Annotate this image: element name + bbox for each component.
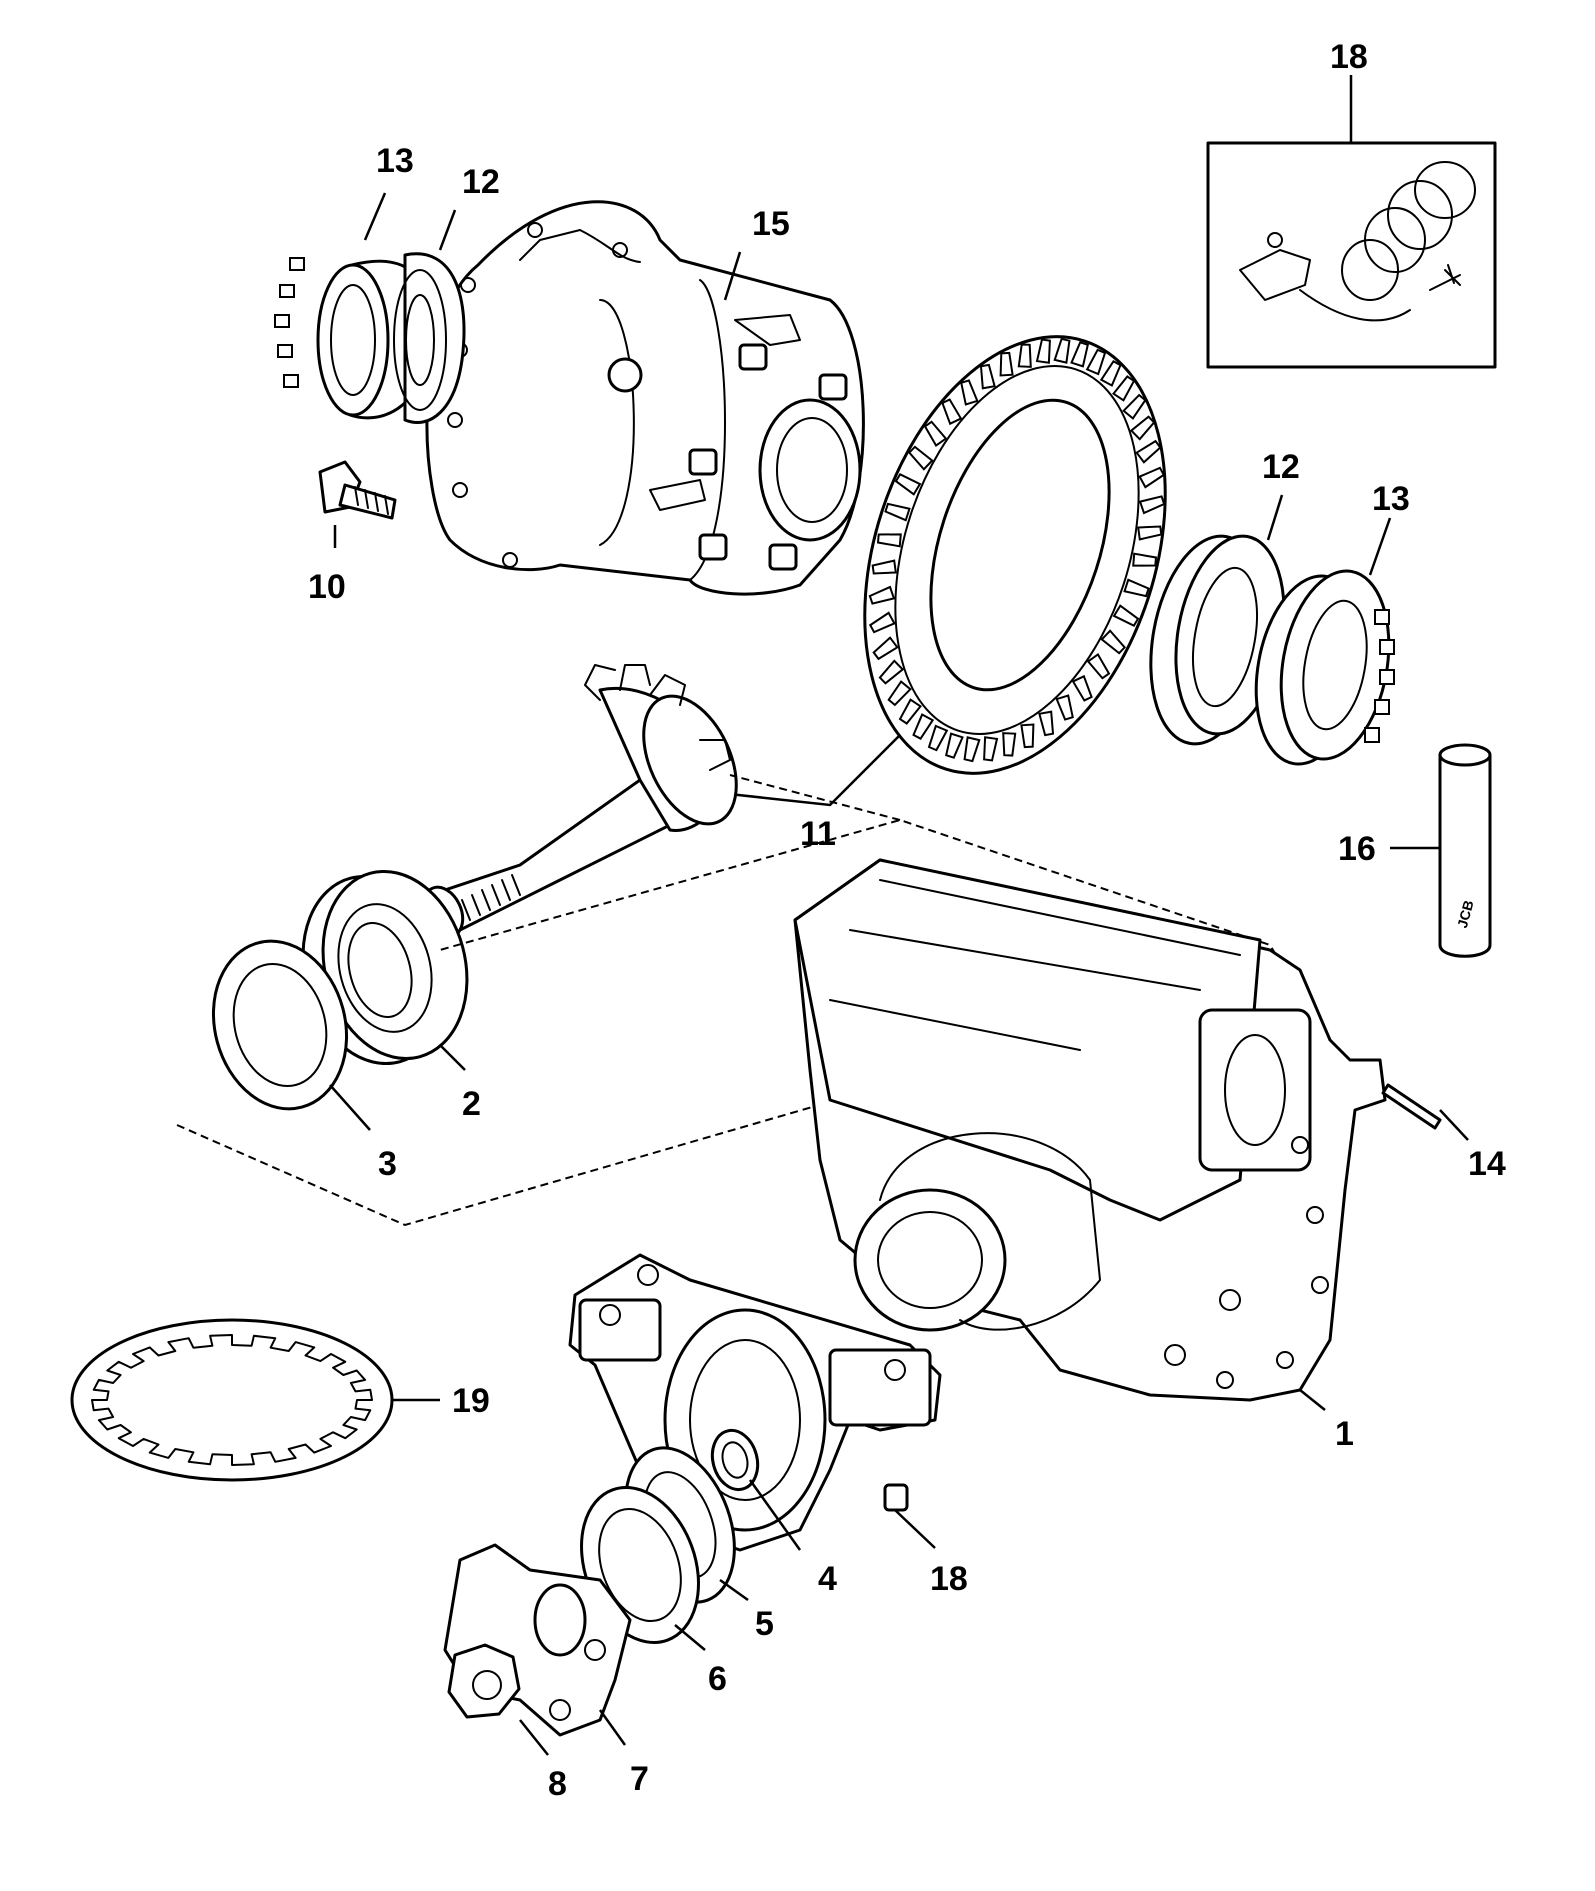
dowel-stamp: JCB bbox=[1454, 898, 1477, 929]
crown-wheel-tooth bbox=[1112, 604, 1140, 627]
crown-wheel-tooth bbox=[999, 351, 1014, 377]
crown-wheel-tooth bbox=[908, 445, 934, 471]
crown-wheel-tooth bbox=[1070, 341, 1089, 368]
callout-19: 19 bbox=[452, 1382, 490, 1420]
crown-wheel-tooth bbox=[878, 659, 905, 685]
pin-16: JCB bbox=[1390, 743, 1492, 958]
drive-yoke bbox=[443, 1543, 632, 1756]
crown-wheel-tooth bbox=[887, 680, 912, 707]
crown-wheel-tooth bbox=[923, 420, 948, 447]
flange-bolt bbox=[318, 460, 397, 548]
callout-8: 8 bbox=[548, 1765, 567, 1803]
callout-7: 7 bbox=[630, 1760, 649, 1798]
callout-12-right: 12 bbox=[1262, 448, 1300, 486]
callout-11: 11 bbox=[800, 815, 836, 853]
inset-box-18 bbox=[1206, 75, 1497, 369]
crown-wheel-tooth bbox=[1035, 338, 1051, 364]
crown-wheel-tooth bbox=[927, 724, 949, 752]
crown-wheel-tooth bbox=[1129, 415, 1156, 441]
crown-wheel-tooth bbox=[1123, 578, 1150, 598]
callout-1: 1 bbox=[1335, 1415, 1354, 1453]
callout-16: 16 bbox=[1338, 830, 1376, 868]
crown-wheel-tooth bbox=[1086, 653, 1111, 680]
left-bearing-and-nut bbox=[274, 192, 466, 424]
callout-18-inset: 18 bbox=[1330, 38, 1368, 76]
crown-wheel-tooth bbox=[872, 636, 899, 661]
crown-wheel-tooth bbox=[1071, 674, 1093, 702]
crown-wheel-tooth bbox=[868, 611, 896, 634]
callout-14: 14 bbox=[1468, 1145, 1506, 1183]
crown-wheel-tooth bbox=[1122, 393, 1147, 420]
right-bearing-and-nut bbox=[1149, 494, 1395, 766]
callout-13-left: 13 bbox=[376, 142, 414, 180]
crown-wheel-tooth bbox=[1112, 375, 1136, 402]
callout-5: 5 bbox=[755, 1605, 774, 1643]
crown-wheel-tooth bbox=[1085, 348, 1107, 376]
crown-wheel-tooth bbox=[894, 473, 922, 496]
callout-6: 6 bbox=[708, 1660, 727, 1698]
callout-15: 15 bbox=[752, 205, 790, 243]
differential-case bbox=[425, 200, 865, 596]
crown-wheel-tooth bbox=[983, 736, 999, 762]
crown-wheel-tooth bbox=[1138, 466, 1166, 489]
crown-wheel-tooth bbox=[960, 379, 979, 406]
callout-18-bottom: 18 bbox=[930, 1560, 968, 1598]
callout-4: 4 bbox=[818, 1560, 837, 1598]
callout-13-right: 13 bbox=[1372, 480, 1410, 518]
crown-wheel-tooth bbox=[1132, 552, 1158, 567]
crown-wheel-tooth bbox=[876, 533, 902, 548]
crown-wheel-tooth bbox=[945, 732, 964, 759]
crown-wheel-tooth bbox=[1038, 710, 1055, 737]
crown-wheel-tooth bbox=[868, 585, 896, 605]
crown-wheel-tooth bbox=[1138, 495, 1166, 515]
crown-wheel-tooth bbox=[1137, 525, 1163, 541]
crown-wheel-tooth bbox=[1099, 360, 1122, 387]
dowel-pin bbox=[1381, 1083, 1469, 1141]
callout-12-left: 12 bbox=[462, 163, 500, 201]
crown-wheel-tooth bbox=[912, 713, 935, 740]
shim-ring-inner-profile bbox=[91, 1334, 373, 1466]
crown-wheel-tooth bbox=[898, 698, 922, 725]
crown-wheel-tooth bbox=[871, 559, 897, 575]
bearing-group-outline bbox=[176, 818, 1287, 1227]
toothed-shim-ring bbox=[70, 1318, 440, 1482]
crown-wheel bbox=[719, 335, 1167, 807]
pinion-shim bbox=[211, 939, 371, 1131]
callout-3: 3 bbox=[378, 1145, 397, 1183]
crown-wheel-tooth bbox=[979, 363, 996, 390]
crown-wheel-tooth bbox=[941, 398, 963, 426]
crown-wheel-tooth bbox=[1135, 439, 1162, 464]
crown-wheel-tooth bbox=[1055, 694, 1074, 721]
crown-wheel-tooth bbox=[1017, 343, 1032, 368]
crown-wheel-tooth bbox=[884, 502, 911, 522]
callout-2: 2 bbox=[462, 1085, 481, 1123]
callout-10: 10 bbox=[308, 568, 346, 606]
axle-housing bbox=[793, 858, 1387, 1411]
crown-wheel-tooth bbox=[1020, 723, 1035, 749]
crown-wheel-tooth bbox=[1002, 732, 1017, 757]
crown-wheel-tooth bbox=[1100, 629, 1126, 655]
crown-wheel-tooth bbox=[963, 736, 981, 763]
crown-wheel-tooth bbox=[1053, 337, 1071, 364]
pinion-shaft bbox=[421, 664, 738, 939]
